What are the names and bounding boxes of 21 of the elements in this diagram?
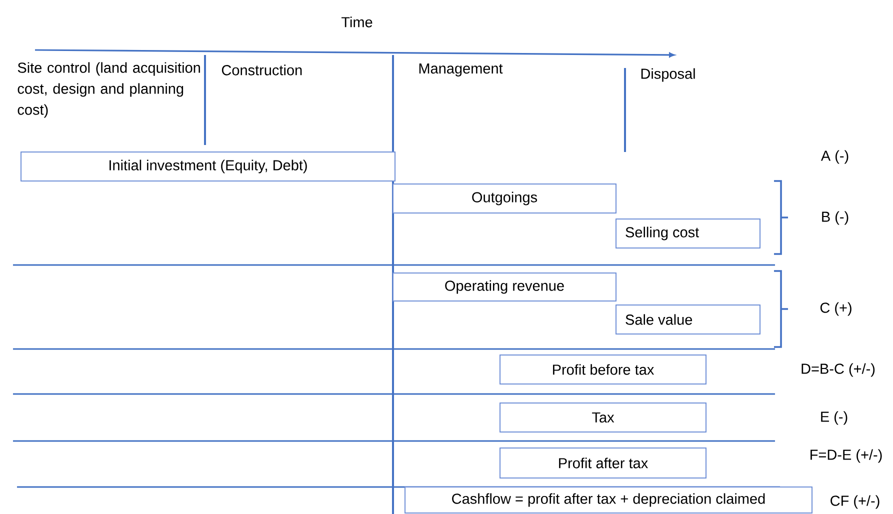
formula-label: CF (+/-)	[830, 495, 880, 509]
text-box: Profit after tax	[500, 448, 706, 478]
text-box: Initial investment (Equity, Debt)	[20, 152, 396, 182]
phase-label: Site control (land acquisition cost, design and planning cost)	[18, 62, 200, 118]
formula-label: A (-)	[820, 150, 848, 164]
text-box: Profit before tax	[500, 354, 706, 384]
phase-label: Management	[419, 64, 503, 76]
formula-label: B (-)	[822, 211, 848, 225]
text-box: Selling cost	[616, 218, 761, 248]
formula-label: D=B-C (+/-)	[802, 363, 875, 377]
phase-label: Disposal	[641, 68, 695, 82]
formula-label: E (-)	[821, 411, 848, 425]
text-box: Cashflow = profit after tax + depreciation claimed	[404, 486, 812, 514]
text-box: Operating revenue	[392, 272, 616, 302]
formula-label: C (+)	[820, 302, 852, 316]
text-box: Tax	[500, 402, 706, 432]
phase-label: Construction	[222, 64, 302, 76]
text-box: Outgoings	[392, 184, 616, 214]
text-box: Sale value	[616, 304, 761, 334]
formula-label: F=D-E (+/-)	[810, 449, 882, 463]
axis-label: Time	[342, 16, 372, 28]
